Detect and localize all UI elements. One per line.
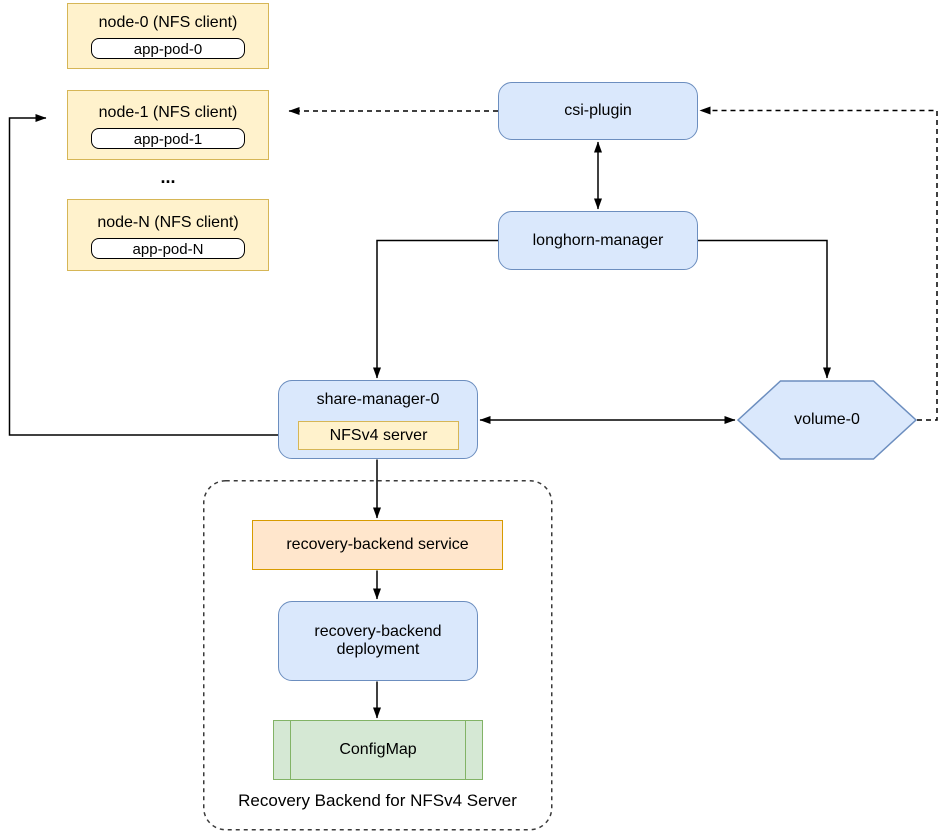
nfsv4-server-label: NFSv4 server xyxy=(329,426,428,444)
share-manager-node: share-manager-0 NFSv4 server xyxy=(278,380,478,459)
nfsv4-server-box: NFSv4 server xyxy=(298,421,459,450)
edge-longhorn-to-volume xyxy=(697,239,831,379)
edge-volume-to-csi-dashed xyxy=(699,106,938,421)
client-node-0: node-0 (NFS client) app-pod-0 xyxy=(67,3,269,69)
client-node-0-label: node-0 (NFS client) xyxy=(98,14,238,31)
client-node-1: node-1 (NFS client) app-pod-1 xyxy=(67,90,269,160)
client-node-N: node-N (NFS client) app-pod-N xyxy=(67,199,269,271)
share-manager-label: share-manager-0 xyxy=(316,391,440,408)
more-nodes-ellipsis: ... xyxy=(160,167,176,187)
client-node-1-pod: app-pod-1 xyxy=(91,128,245,149)
csi-plugin-label: csi-plugin xyxy=(564,102,632,119)
volume-label: volume-0 xyxy=(794,411,860,428)
edge-share-manager-to-node1 xyxy=(8,114,278,436)
longhorn-manager-label: longhorn-manager xyxy=(532,231,664,249)
client-node-1-label: node-1 (NFS client) xyxy=(98,104,238,121)
configmap-label: ConfigMap xyxy=(339,741,417,758)
configmap-box: ConfigMap xyxy=(273,720,483,780)
client-node-0-pod: app-pod-0 xyxy=(91,38,245,59)
recovery-backend-group-label: Recovery Backend for NFSv4 Server xyxy=(238,791,517,810)
client-node-N-label: node-N (NFS client) xyxy=(97,214,239,231)
edge-longhorn-to-share-manager xyxy=(373,239,499,379)
volume-hexagon-shape xyxy=(737,380,917,460)
recovery-backend-service-box: recovery-backend service xyxy=(252,520,503,570)
configmap-right-divider xyxy=(465,721,466,779)
recovery-backend-deployment-label: recovery-backend deployment xyxy=(314,623,442,658)
recovery-backend-deployment-box: recovery-backend deployment xyxy=(278,601,478,681)
configmap-left-divider xyxy=(290,721,291,779)
volume-node: volume-0 xyxy=(737,380,917,460)
client-node-N-pod: app-pod-N xyxy=(91,238,245,259)
longhorn-manager-node: longhorn-manager xyxy=(498,211,698,270)
csi-plugin-node: csi-plugin xyxy=(498,82,698,140)
recovery-backend-service-label: recovery-backend service xyxy=(286,536,469,553)
